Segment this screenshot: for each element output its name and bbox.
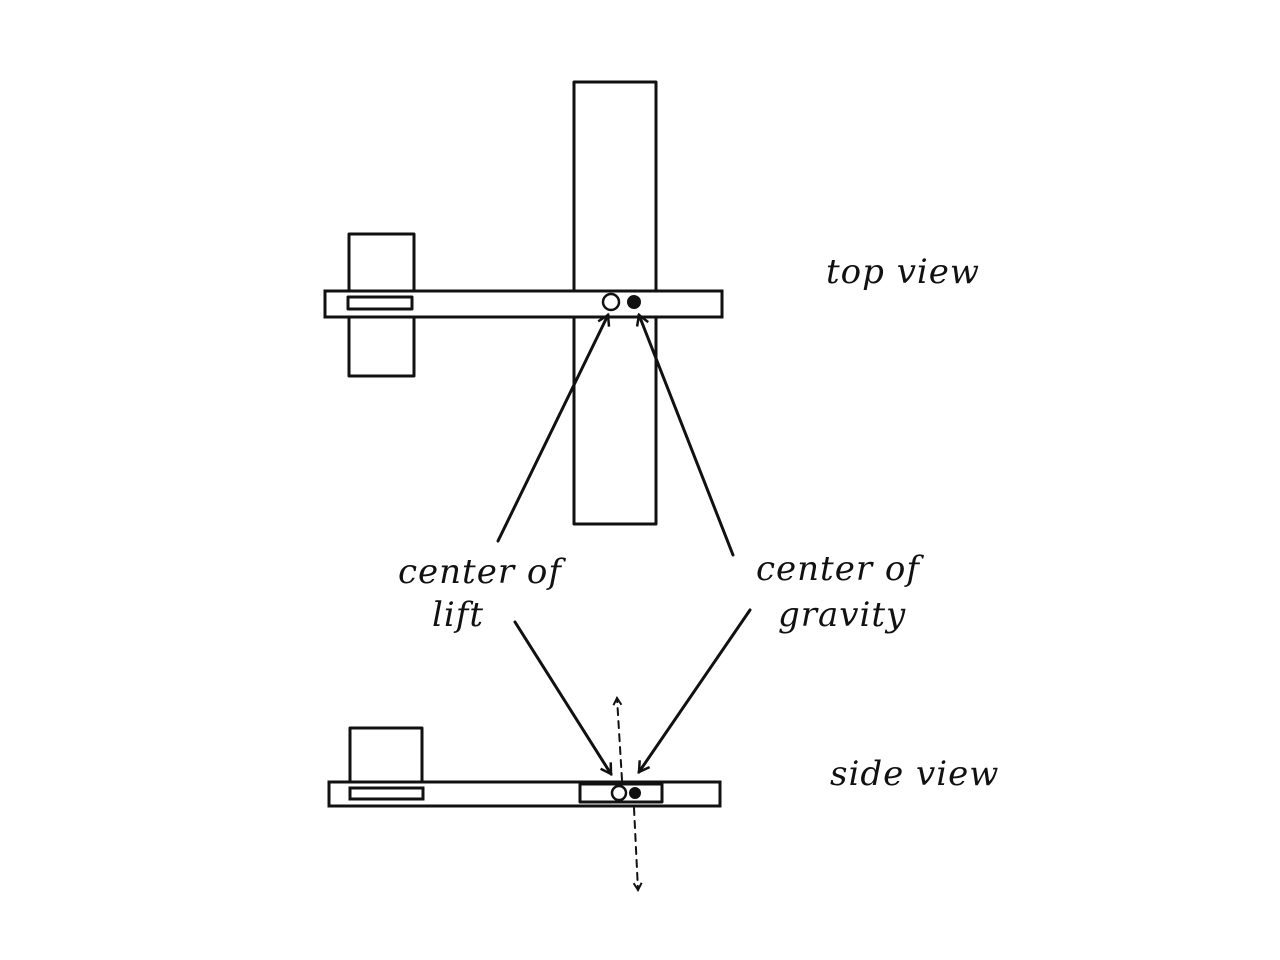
fuselage-top [323,289,724,319]
center-of-gravity-marker-top [627,295,641,309]
main-wing-side [578,782,664,804]
lift-force-arrow [617,698,623,781]
center-of-gravity-label-line1: center of [756,549,920,589]
center-of-gravity-marker-side [629,787,641,799]
tail-fin-side [348,726,424,790]
side-view-plane [327,698,722,890]
gravity-pointer-top [639,315,735,557]
tail-spar-top [346,295,414,311]
side-view-label: side view [830,754,1000,794]
center-of-gravity-label-line2: gravity [778,595,907,635]
gravity-pointer-side [637,608,752,772]
center-of-lift-label-line1: center of [398,552,562,592]
center-of-lift-marker-top [601,292,621,312]
lift-pointer-side [513,620,613,774]
center-of-lift-marker-side [610,784,628,802]
gravity-force-arrow [634,807,638,890]
center-of-lift-label-line2: lift [432,595,484,635]
top-view-plane [323,80,724,526]
tail-spar-side [348,786,425,801]
lift-pointer-top [496,315,608,543]
top-view-label: top view [826,252,981,292]
